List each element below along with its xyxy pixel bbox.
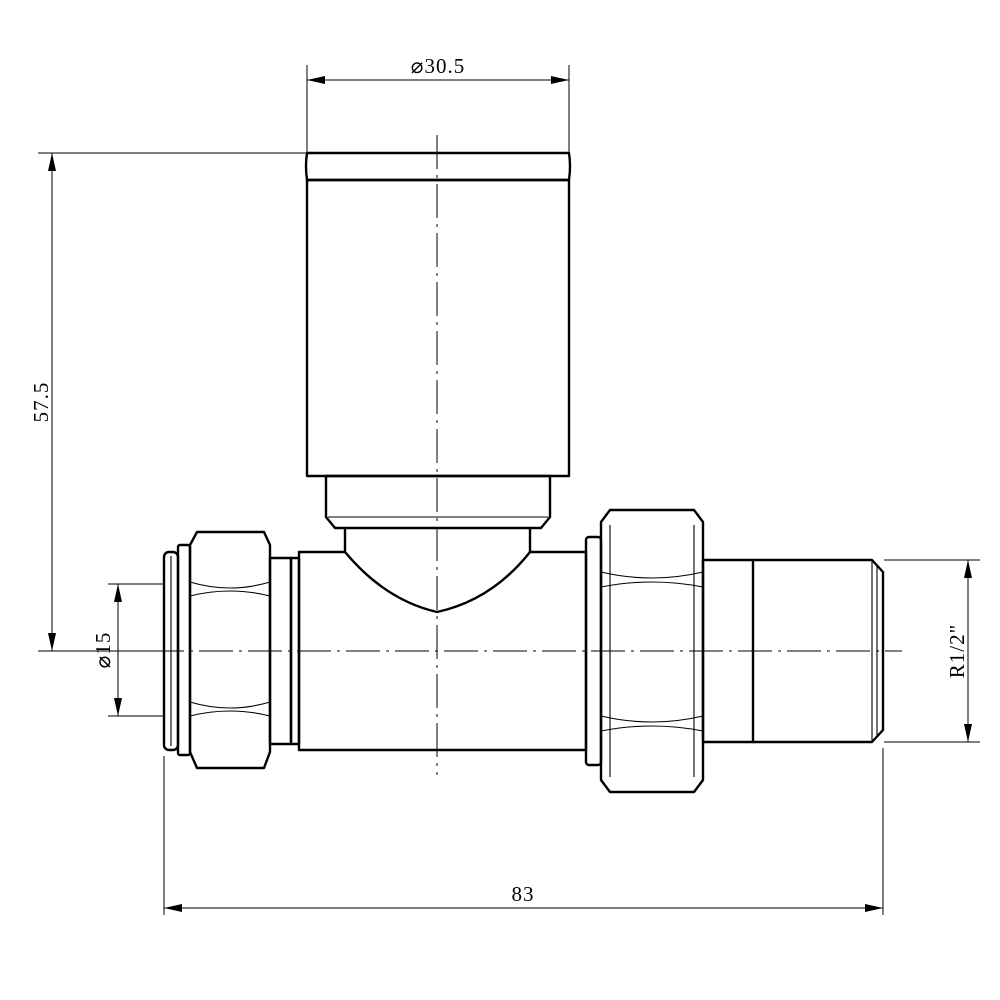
thread-label: R1/2" — [945, 624, 969, 678]
left-compression-nut — [162, 530, 301, 770]
center-lines — [150, 135, 902, 775]
valve-head — [304, 151, 572, 554]
dimension-overall-length — [163, 748, 884, 915]
dimension-pipe-diameter — [108, 583, 163, 717]
overall-length-label: 83 — [512, 882, 535, 906]
head-diameter-label: ⌀30.5 — [411, 54, 465, 78]
overall-height-label: 57.5 — [29, 382, 53, 423]
dimension-overall-height — [38, 152, 306, 652]
dimension-thread — [884, 559, 980, 743]
dimension-head-diameter — [306, 65, 570, 152]
pipe-diameter-label: ⌀15 — [91, 632, 115, 669]
